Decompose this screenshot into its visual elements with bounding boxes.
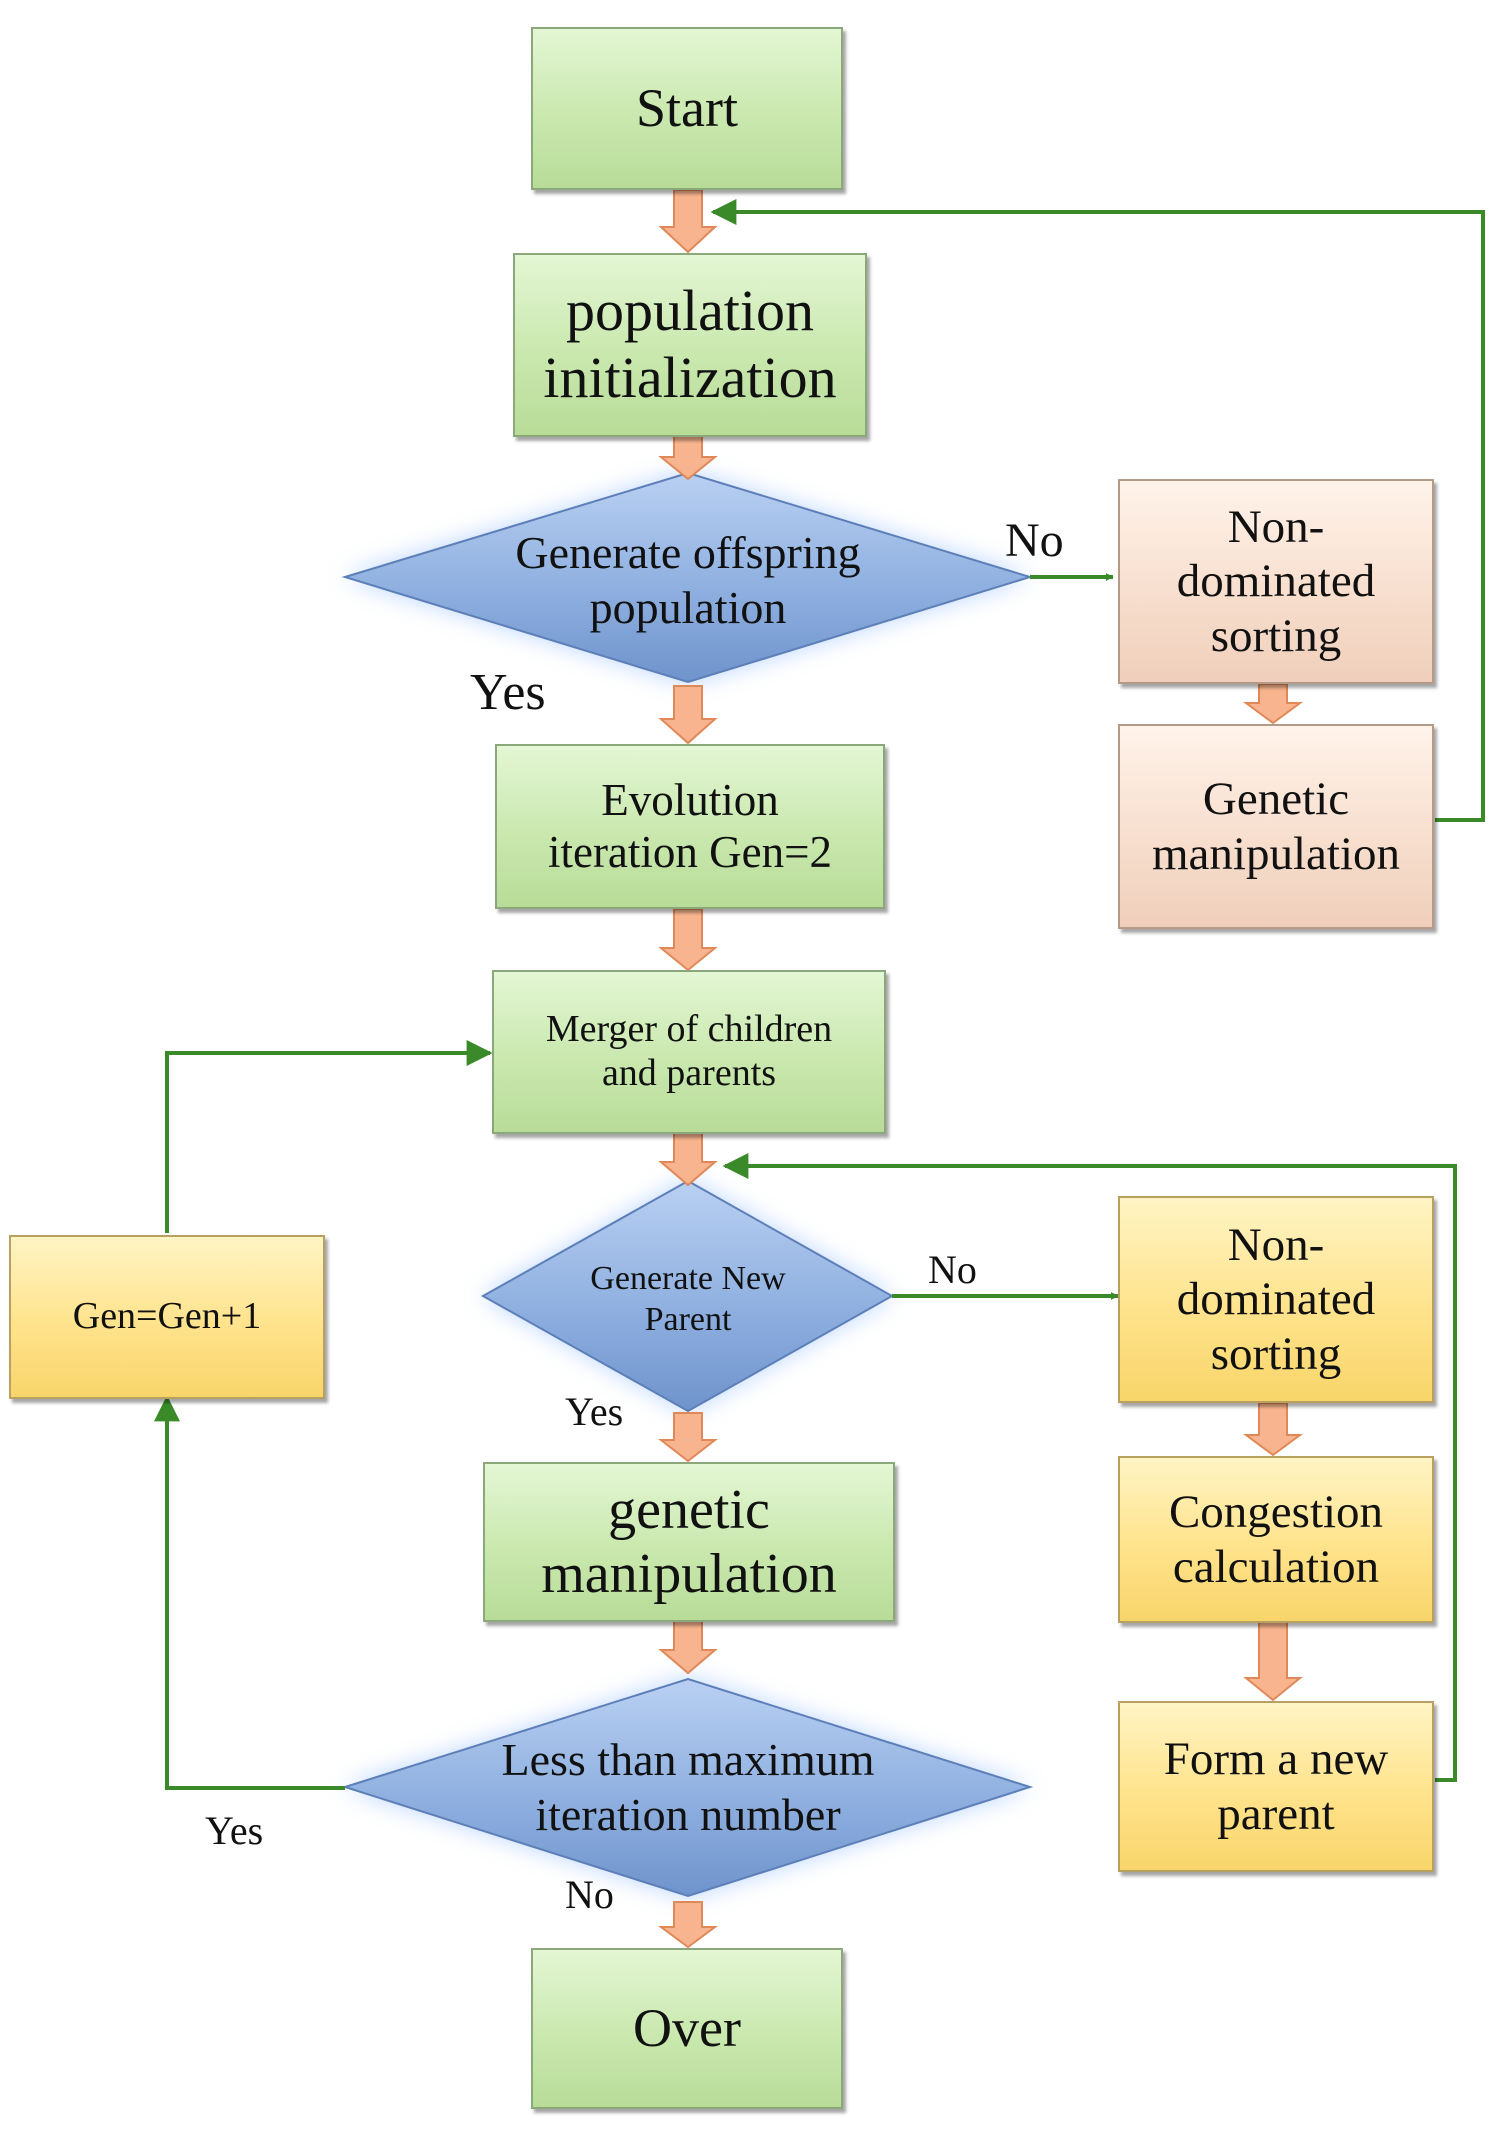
nds-bottom-line1: Non-	[1227, 1219, 1325, 1272]
gen-increment-box: Gen=Gen+1	[9, 1235, 325, 1399]
arrow-decision3-to-over	[657, 1901, 719, 1949]
label-yes-new-parent: Yes	[565, 1389, 624, 1434]
genetic-manipulation-line1: genetic	[608, 1478, 770, 1541]
genetic-manipulation-box: genetic manipulation	[483, 1462, 895, 1622]
generate-offspring-text: Generate offspring population	[430, 515, 946, 645]
start-label: Start	[636, 78, 738, 139]
label-no-end: No	[565, 1872, 614, 1917]
merger-line1: Merger of children	[545, 1008, 833, 1051]
merger-line2: and parents	[601, 1052, 777, 1094]
population-initialization-box: population initialization	[513, 253, 867, 437]
connector-loop-left-merger	[165, 1040, 493, 1233]
generate-offspring-line2: population	[589, 582, 787, 633]
orange-arrows	[657, 189, 1304, 1949]
genetic-manip-top-line1: Genetic	[1202, 773, 1350, 826]
less-than-max-line2: iteration number	[535, 1789, 841, 1840]
start-box: Start	[531, 27, 843, 190]
arrow-nds-to-congestion	[1242, 1402, 1304, 1457]
connector-feedback-right	[722, 1153, 1457, 1782]
generate-new-parent-text: Generate New Parent	[540, 1250, 836, 1350]
connector-feedback-top	[710, 199, 1485, 822]
arrow-merger-to-decision2	[658, 1132, 718, 1187]
nds-top-line2: dominated	[1176, 555, 1376, 608]
form-parent-line1: Form a new	[1163, 1733, 1389, 1786]
genetic-manipulation-line2: manipulation	[541, 1543, 837, 1605]
arrow-decision2-to-genetic	[658, 1412, 718, 1463]
over-box: Over	[531, 1948, 843, 2109]
arrow-start-to-init	[658, 189, 718, 254]
decision-max-iteration-shape	[341, 1677, 1034, 1898]
label-yes-offspring: Yes	[470, 664, 546, 721]
generate-offspring-line1: Generate offspring	[515, 526, 861, 578]
label-yes-loop: Yes	[205, 1808, 264, 1853]
congestion-line2: calculation	[1172, 1540, 1380, 1593]
genetic-manipulation-top-box: Genetic manipulation	[1118, 724, 1434, 929]
arrow-genetic-to-decision3	[658, 1620, 718, 1675]
connector-loop-left-up	[154, 1395, 345, 1790]
form-parent-line2: parent	[1217, 1787, 1335, 1840]
genetic-manip-top-line2: manipulation	[1151, 827, 1400, 880]
less-than-max-text: Less than maximum iteration number	[410, 1722, 966, 1852]
generate-new-parent-line1: Generate New	[590, 1260, 786, 1298]
arrow-evolution-to-merger	[658, 908, 718, 972]
nds-bottom-line2: dominated	[1176, 1273, 1376, 1326]
evolution-iteration-line1: Evolution	[601, 774, 779, 825]
gen-increment-label: Gen=Gen+1	[72, 1295, 262, 1338]
evolution-iteration-box: Evolution iteration Gen=2	[495, 744, 885, 909]
form-new-parent-box: Form a new parent	[1118, 1701, 1434, 1872]
arrow-congestion-to-form	[1243, 1621, 1303, 1702]
label-no-new-parent: No	[928, 1247, 977, 1292]
arrow-decision1-to-evolution	[658, 685, 718, 745]
generate-new-parent-line2: Parent	[644, 1301, 732, 1338]
merger-box: Merger of children and parents	[492, 970, 886, 1134]
less-than-max-line1: Less than maximum	[501, 1733, 875, 1785]
population-initialization-line2: initialization	[543, 345, 837, 410]
arrow-init-to-decision1	[658, 435, 718, 481]
evolution-iteration-line2: iteration Gen=2	[547, 826, 833, 877]
label-no-offspring: No	[1005, 514, 1064, 567]
green-connectors	[154, 199, 1485, 1790]
nds-bottom-line3: sorting	[1210, 1327, 1342, 1380]
non-dominated-sorting-bottom-box: Non- dominated sorting	[1118, 1196, 1434, 1403]
congestion-line1: Congestion	[1168, 1486, 1384, 1539]
over-label: Over	[633, 1998, 741, 2059]
non-dominated-sorting-top-box: Non- dominated sorting	[1118, 479, 1434, 684]
population-initialization-line1: population	[565, 278, 815, 344]
nds-top-line1: Non-	[1227, 501, 1325, 554]
congestion-calculation-box: Congestion calculation	[1118, 1456, 1434, 1623]
nds-top-line3: sorting	[1210, 609, 1342, 662]
arrow-nds-to-genetic-top	[1242, 683, 1304, 725]
